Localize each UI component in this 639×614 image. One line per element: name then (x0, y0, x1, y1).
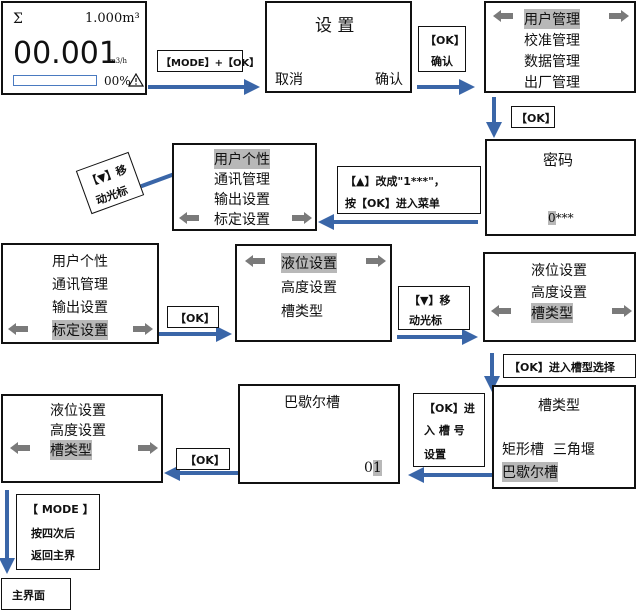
label-ok-confirm: 【OK】 确认 (418, 26, 466, 72)
channel-type-screen: 槽类型 矩形槽 三角堰 巴歇尔槽 (492, 385, 636, 489)
menu-item-output: 输出设置 (52, 300, 108, 316)
menu-item-data: 数据管理 (524, 54, 580, 70)
channel-number-title: 巴歇尔槽 (284, 395, 340, 411)
flow-unit: m3/h (109, 57, 127, 65)
home-label: 主界面 (12, 589, 45, 602)
left-arrow-icon (493, 10, 513, 22)
calib-menu-screen-a: 液位设置 高度设置 槽类型 (235, 244, 392, 342)
menu-item-channel-type: 槽类型 (531, 303, 573, 323)
menu-item-height: 高度设置 (281, 280, 337, 296)
label-ok-1: 【OK】 (511, 106, 556, 128)
right-arrow-icon (138, 442, 158, 454)
menu-item-comm: 通讯管理 (214, 172, 270, 188)
right-arrow-icon (366, 255, 386, 267)
menu-item-height: 高度设置 (531, 285, 587, 301)
level-bar (13, 75, 97, 86)
password-value: 0*** (548, 211, 574, 225)
calib-menu-screen-b: 液位设置 高度设置 槽类型 (483, 252, 636, 342)
sigma-symbol: Σ (13, 11, 23, 27)
user-menu-screen-b: 用户个性 通讯管理 输出设置 标定设置 (1, 243, 159, 344)
percent-value: 00% (104, 74, 131, 88)
menu-item-output: 输出设置 (214, 192, 270, 208)
menu-item-level: 液位设置 (50, 403, 106, 419)
label-ok-enter-type: 【OK】进入槽型选择 (503, 354, 636, 378)
menu-item-comm: 通讯管理 (52, 277, 108, 293)
left-arrow-icon (10, 442, 30, 454)
label-mode-return: 【 MODE 】 按四次后 返回主界 (16, 494, 100, 570)
cancel-option: 取消 (275, 72, 303, 88)
password-title: 密码 (543, 151, 574, 169)
label-up-change: 【▲】改成"1***"， 按【OK】进入菜单 (337, 166, 481, 214)
label-ok-enter-number: 【OK】进 入 槽 号 设置 (413, 393, 485, 467)
left-arrow-icon (179, 212, 199, 224)
menu-item-level: 液位设置 (531, 263, 587, 279)
menu-item-level: 液位设置 (281, 253, 337, 273)
menu-item-channel-type: 槽类型 (50, 440, 92, 460)
flow-value: 00.001 (13, 36, 118, 71)
channel-type-options: 矩形槽 三角堰 (502, 442, 595, 458)
channel-type-selected: 巴歇尔槽 (502, 462, 558, 482)
menu-item-factory: 出厂管理 (524, 75, 580, 91)
channel-number-value: 01 (364, 460, 382, 476)
menu-item-calib-set: 标定设置 (52, 320, 108, 340)
confirm-option: 确认 (375, 72, 403, 88)
label-mode-ok: 【MODE】+【OK】 (157, 50, 259, 72)
settings-title: 设 置 (315, 16, 355, 36)
right-arrow-icon (292, 212, 312, 224)
user-menu-screen-a: 用户个性 通讯管理 输出设置 标定设置 (172, 143, 317, 231)
channel-type-title: 槽类型 (538, 398, 580, 414)
label-ok-2: 【OK】 (167, 306, 219, 328)
warning-icon (128, 73, 144, 87)
menu-item-calibration: 校准管理 (524, 33, 580, 49)
right-arrow-icon (612, 305, 632, 317)
menu-item-personal: 用户个性 (214, 149, 270, 169)
main-screen: Σ 1.000m³ 00.001 m3/h 00% (1, 1, 147, 95)
channel-number-screen: 巴歇尔槽 01 (238, 384, 400, 484)
right-arrow-icon (609, 10, 629, 22)
calib-menu-screen-c: 液位设置 高度设置 槽类型 (1, 394, 163, 483)
menu-item-height: 高度设置 (50, 423, 106, 439)
label-ok-3: 【OK】 (176, 448, 230, 470)
label-down-move-2: 【▼】移 动光标 (398, 286, 470, 330)
label-down-move-1: 【▼】移 动光标 (75, 151, 145, 215)
password-screen: 密码 0*** (485, 139, 636, 236)
menu-item-calib-set: 标定设置 (214, 212, 270, 228)
left-arrow-icon (8, 323, 28, 335)
total-volume: 1.000m³ (85, 11, 140, 26)
menu-item-user: 用户管理 (524, 9, 580, 29)
right-arrow-icon (133, 323, 153, 335)
home-box: 主界面 (1, 578, 71, 610)
menu-item-personal: 用户个性 (52, 254, 108, 270)
left-arrow-icon (491, 305, 511, 317)
top-menu-screen: 用户管理 校准管理 数据管理 出厂管理 (484, 1, 636, 93)
settings-screen: 设 置 取消 确认 (265, 1, 412, 93)
menu-item-channel-type: 槽类型 (281, 304, 323, 320)
left-arrow-icon (245, 255, 265, 267)
